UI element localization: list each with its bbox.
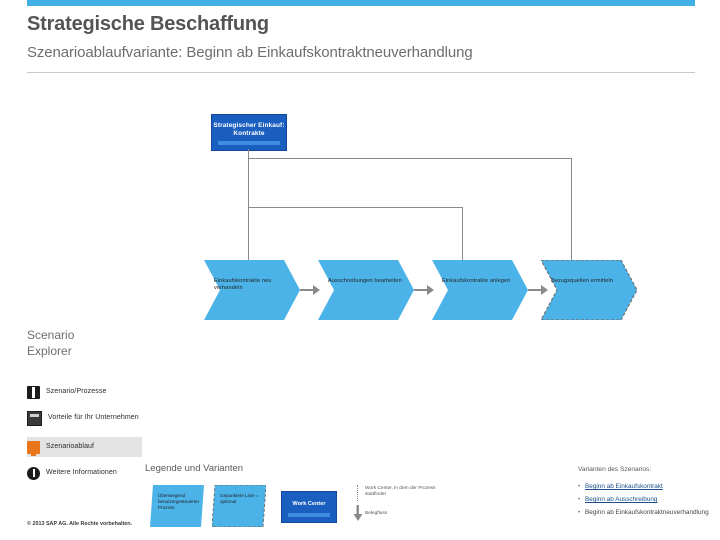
scenario-flow-diagram: Strategischer Einkauf: Kontrakte Einkauf… — [204, 114, 637, 320]
variant-label: Beginn ab Ausschreibung — [585, 496, 658, 503]
legend-work-center-underline — [288, 513, 330, 517]
process-step-3[interactable]: Einkaufskontrakte anlegen — [432, 260, 528, 320]
process-step-1-label: Einkaufskontrakte neu verhandeln — [214, 278, 272, 292]
process-step-3-label: Einkaufskontrakte anlegen — [442, 278, 511, 284]
legend-shape-user-driven: Überwiegend benutzergesteuerter Prozess — [150, 485, 204, 532]
legend-work-center-label: Work Center — [292, 501, 326, 507]
bullet-icon: • — [578, 496, 581, 503]
header-divider — [27, 72, 695, 73]
bullet-icon: • — [578, 509, 581, 516]
connector-branch-mid-drop — [462, 207, 463, 260]
sidebar-item-szenario-prozesse[interactable]: Szenario/Prozesse — [27, 382, 142, 402]
process-step-1[interactable]: Einkaufskontrakte neu verhandeln — [204, 260, 300, 320]
sidebar-item-label: Vorteile für Ihr Unternehmen — [48, 413, 139, 421]
sidebar-item-label: Szenario/Prozesse — [46, 387, 107, 395]
calculator-icon — [27, 410, 42, 426]
work-center-underline — [218, 141, 280, 145]
connector-trunk-vertical — [248, 149, 249, 260]
scenario-explorer-title: Scenario Explorer — [27, 327, 74, 359]
sidebar-item-weitere-informationen[interactable]: Weitere Informationen — [27, 460, 142, 486]
info-icon — [27, 466, 40, 480]
chevron-shape-icon — [318, 260, 414, 320]
page-title: Strategische Beschaffung — [27, 13, 269, 35]
work-center-label: Strategischer Einkauf: Kontrakte — [213, 122, 285, 137]
process-step-4[interactable]: Bezugsquellen ermitteln — [541, 260, 637, 320]
legend-dotted-connector — [357, 485, 359, 501]
legend-title: Legende und Varianten — [145, 463, 244, 474]
flow-arrow-2 — [414, 285, 434, 295]
work-center-box[interactable]: Strategischer Einkauf: Kontrakte — [211, 114, 287, 151]
chevron-shape-dashed-icon — [541, 260, 637, 320]
variant-label: Beginn ab Einkaufskontraktneuverhandlung — [585, 509, 709, 516]
scenario-explorer-title-line1: Scenario — [27, 328, 75, 342]
pages-icon — [27, 385, 40, 399]
legend-shape-optional: Gepunktete Linie = optional — [211, 484, 267, 532]
monitor-icon — [27, 440, 40, 456]
connector-branch-top — [248, 158, 571, 159]
sidebar-item-szenarioablauf[interactable]: Szenarioablauf — [27, 437, 142, 457]
parallelogram-dashed-icon — [211, 484, 267, 528]
sidebar-item-label: Szenarioablauf — [46, 442, 95, 450]
flow-arrow-1 — [300, 285, 320, 295]
variants-title: Varianten des Szenarios: — [578, 466, 652, 473]
connector-branch-mid — [248, 207, 462, 208]
process-step-2[interactable]: Ausschreibungen bearbeiten — [318, 260, 414, 320]
variant-link-einkaufskontrakt[interactable]: • Beginn ab Einkaufskontrakt — [578, 483, 713, 491]
sidebar-item-label: Weitere Informationen — [46, 468, 117, 476]
variant-label: Beginn ab Einkaufskontrakt — [585, 483, 663, 490]
variant-current-neuverhandlung: • Beginn ab Einkaufskontraktneuverhandlu… — [578, 509, 713, 517]
accent-bar — [27, 0, 695, 6]
legend-work-center-box: Work Center — [281, 491, 337, 523]
chevron-shape-icon — [204, 260, 300, 320]
down-arrow-icon — [353, 505, 363, 521]
process-step-4-label: Bezugsquellen ermitteln — [551, 278, 614, 284]
bullet-icon: • — [578, 483, 581, 490]
sidebar-item-vorteile[interactable]: Vorteile für Ihr Unternehmen — [27, 405, 142, 431]
flow-arrow-3 — [528, 285, 548, 295]
process-step-2-label: Ausschreibungen bearbeiten — [328, 278, 402, 284]
page-subtitle: Szenarioablaufvariante: Beginn ab Einkau… — [27, 44, 473, 61]
chevron-shape-icon — [432, 260, 528, 320]
legend-shape-user-driven-label: Überwiegend benutzergesteuerter Prozess — [158, 493, 200, 510]
variant-link-ausschreibung[interactable]: • Beginn ab Ausschreibung — [578, 496, 713, 504]
connector-branch-top-drop — [571, 158, 572, 260]
scenario-explorer-title-line2: Explorer — [27, 344, 72, 358]
copyright-footer: © 2013 SAP AG. Alle Rechte vorbehalten. — [27, 521, 133, 527]
legend-document-flow-arrow — [353, 505, 363, 526]
legend-note-work-center: Work Center, in dem der Prozess stattfin… — [365, 486, 436, 498]
legend-note-document-flow: Belegfluss — [365, 511, 388, 516]
parallelogram-icon — [150, 485, 204, 527]
legend-shape-optional-label: Gepunktete Linie = optional — [220, 493, 259, 504]
